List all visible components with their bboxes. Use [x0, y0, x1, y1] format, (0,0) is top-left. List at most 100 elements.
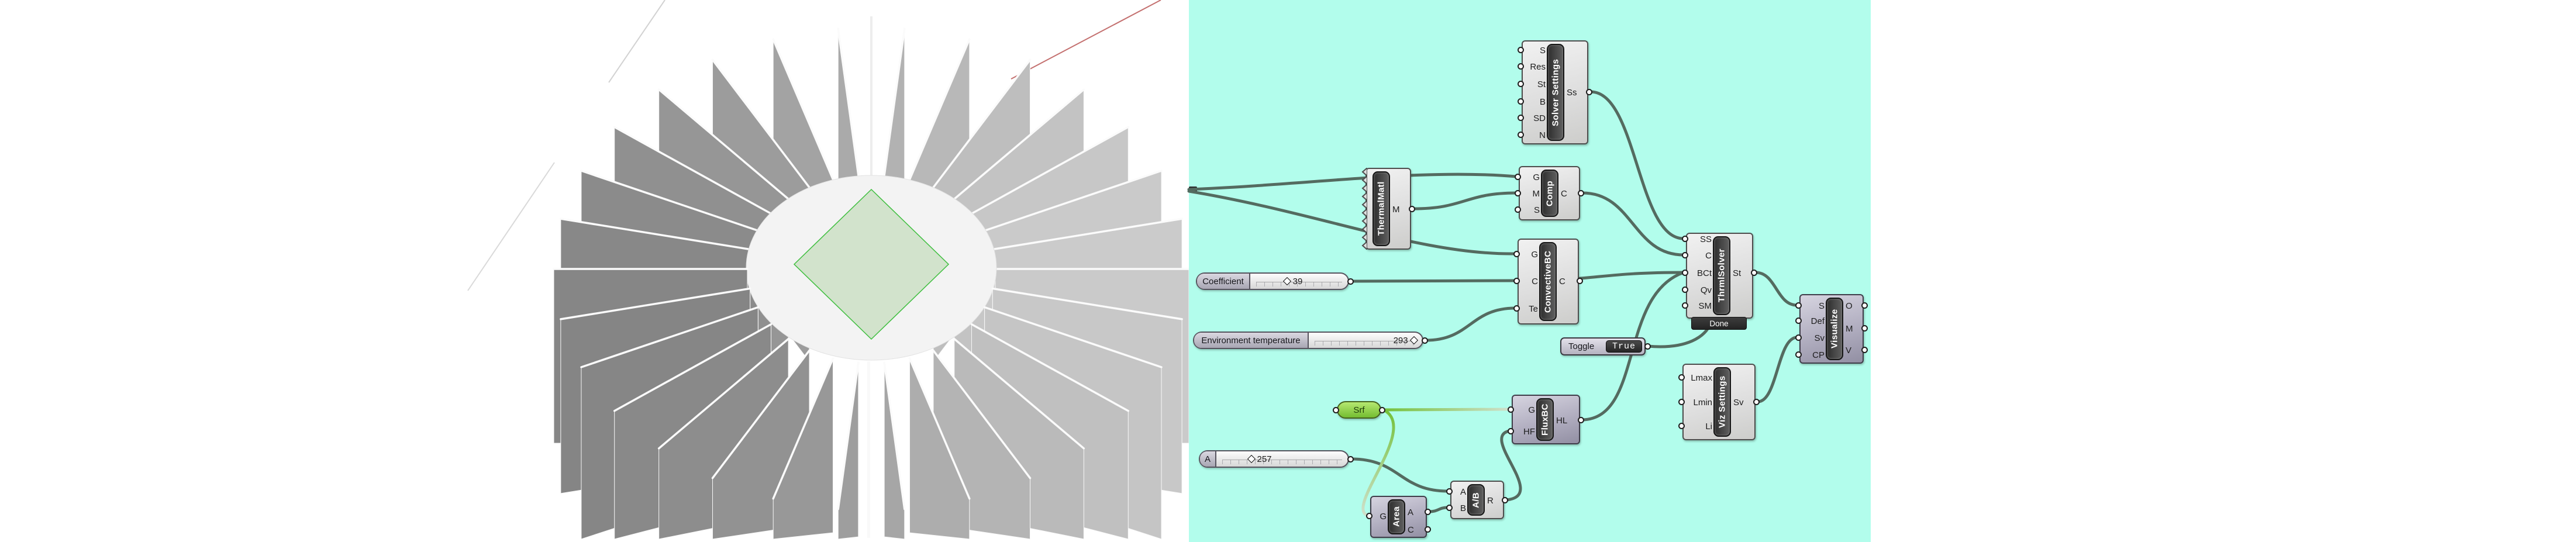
slider-knob-coefficient[interactable]: 39 [1281, 274, 1302, 289]
node-label-solver_settings[interactable]: Solver Settings [1547, 44, 1564, 141]
port-label-area-C: C [1408, 525, 1414, 535]
port-srf-out[interactable] [1379, 406, 1385, 413]
heatsink-fin-edge [908, 357, 971, 500]
slider-knob-diamond[interactable] [1409, 336, 1418, 345]
node-label-thermalmatl[interactable]: ThermalMatl [1373, 171, 1390, 246]
node-label-area[interactable]: Area [1388, 499, 1405, 534]
heatsink-fin-edge [970, 323, 1130, 412]
port-thrmlsolver-BCt[interactable] [1682, 269, 1688, 276]
port-solver_settings-Res[interactable] [1518, 63, 1524, 70]
port-thrmlsolver-SM[interactable] [1682, 302, 1688, 309]
node-label-fluxbc[interactable]: FluxBC [1536, 398, 1554, 441]
port-thrmlsolver-C[interactable] [1682, 251, 1688, 258]
heatsink-fin-edge [837, 27, 860, 177]
port-label-comp-M: M [1532, 189, 1540, 199]
port-thrmlsolver-Qv[interactable] [1682, 286, 1688, 293]
heatsink-fin-edge [560, 218, 751, 251]
port-area-G[interactable] [1366, 512, 1373, 519]
slider-knob-a_slider[interactable]: 257 [1246, 451, 1272, 467]
port-area-A[interactable] [1425, 508, 1431, 515]
port-thermalmatl-M[interactable] [1409, 205, 1415, 212]
port-env_temp-out[interactable] [1422, 337, 1428, 344]
port-viz_settings-Lmin[interactable] [1678, 398, 1685, 405]
heatsink-fin-edge [560, 287, 751, 320]
port-convectivebc-Te[interactable] [1513, 305, 1520, 312]
port-visualize-V[interactable] [1861, 346, 1868, 353]
port-solver_settings-B[interactable] [1518, 98, 1524, 105]
port-solver_settings-St[interactable] [1518, 80, 1524, 87]
center-pole-front [867, 361, 870, 538]
node-label-visualize[interactable]: Visualize [1826, 298, 1843, 360]
port-visualize-O[interactable] [1861, 302, 1868, 309]
port-coefficient-out[interactable] [1347, 278, 1354, 285]
port-solver_settings-SD[interactable] [1518, 114, 1524, 121]
port-toggle-out[interactable] [1644, 343, 1651, 350]
port-visualize-Def[interactable] [1795, 317, 1802, 324]
port-solver_settings-S[interactable] [1518, 46, 1524, 53]
port-a_slider-out[interactable] [1347, 455, 1354, 462]
port-visualize-S[interactable] [1795, 302, 1802, 309]
port-convectivebc-C[interactable] [1513, 277, 1520, 284]
port-convectivebc-G[interactable] [1513, 250, 1520, 257]
port-a_b-R[interactable] [1502, 496, 1508, 503]
port-comp-C[interactable] [1578, 189, 1584, 196]
port-label-visualize-Def: Def [1811, 316, 1825, 326]
node-label-convectivebc[interactable]: ConvectiveBC [1539, 242, 1557, 321]
port-label-comp-C: C [1561, 189, 1567, 199]
port-thrmlsolver-St[interactable] [1751, 269, 1757, 276]
port-visualize-CP[interactable] [1795, 351, 1802, 358]
port-comp-M[interactable] [1515, 189, 1521, 196]
port-viz_settings-Sv[interactable] [1753, 398, 1760, 405]
node-label-thrmlsolver[interactable]: ThrmlSolver [1713, 236, 1730, 315]
port-label-a_b-A: A [1460, 487, 1466, 497]
port-label-viz_settings-Lmin: Lmin [1693, 398, 1712, 408]
port-solver_settings-N[interactable] [1518, 131, 1524, 138]
port-fluxbc-G[interactable] [1508, 406, 1514, 413]
port-label-visualize-Sv: Sv [1814, 333, 1825, 343]
toggle-value[interactable]: True [1606, 340, 1642, 353]
node-label-comp[interactable]: Comp [1541, 170, 1558, 217]
port-a_b-A[interactable] [1446, 488, 1453, 495]
port-visualize-Sv[interactable] [1795, 334, 1802, 341]
slider-value: 257 [1257, 454, 1272, 464]
status-tag-thrmlsolver: Done [1691, 317, 1747, 330]
node-label-a_b[interactable]: A/B [1467, 484, 1485, 516]
port-viz_settings-Lmax[interactable] [1678, 374, 1685, 381]
port-thrmlsolver-SS[interactable] [1682, 235, 1688, 242]
slider-knob-env_temp[interactable]: 293 [1394, 333, 1420, 348]
port-fluxbc-HL[interactable] [1578, 416, 1584, 423]
slider-label-coefficient: Coefficient [1197, 274, 1250, 289]
port-convectivebc-C[interactable] [1577, 277, 1583, 284]
port-a_b-B[interactable] [1446, 504, 1453, 511]
port-solver_settings-Ss[interactable] [1586, 88, 1592, 95]
slider-knob-diamond[interactable] [1282, 277, 1291, 286]
node-label-viz_settings[interactable]: Viz Settings [1713, 367, 1731, 437]
heatsink-fin-edge [883, 361, 906, 510]
port-srf-in[interactable] [1333, 406, 1339, 413]
port-fluxbc-HF[interactable] [1508, 427, 1514, 434]
port-comp-G[interactable] [1515, 173, 1521, 180]
port-comp-S[interactable] [1515, 206, 1521, 213]
port-area-C[interactable] [1425, 526, 1431, 533]
heatsink-fin-edge [772, 357, 834, 500]
slider-coefficient[interactable]: Coefficient 39 [1196, 272, 1349, 290]
slider-knob-diamond[interactable] [1247, 454, 1256, 464]
port-visualize-M[interactable] [1861, 324, 1868, 332]
green-surface [793, 188, 950, 340]
port-viz_settings-Li[interactable] [1678, 422, 1685, 429]
port-label-a_b-B: B [1460, 503, 1466, 513]
surface-param-srf[interactable]: Srf [1337, 401, 1381, 419]
